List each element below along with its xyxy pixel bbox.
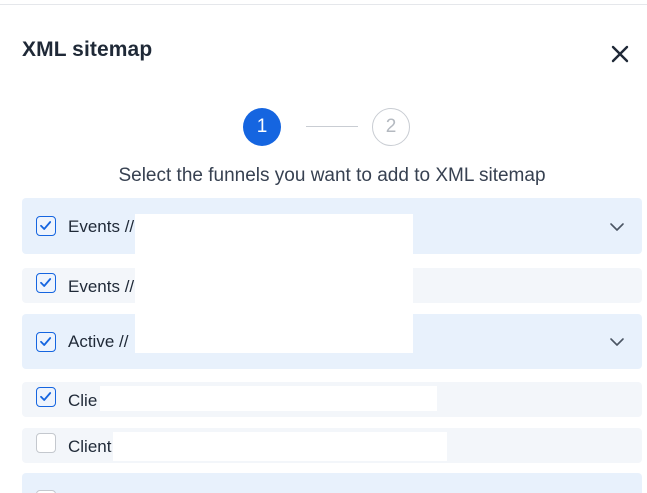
funnel-checkbox[interactable]	[36, 332, 56, 352]
funnel-label: Events //	[68, 217, 135, 236]
funnel-checkbox[interactable]	[36, 433, 56, 453]
checkmark-icon	[40, 337, 52, 346]
chevron-down-icon[interactable]	[609, 334, 625, 350]
close-button[interactable]	[606, 40, 634, 68]
funnel-label: Active //	[68, 332, 129, 351]
dialog-title: XML sitemap	[22, 38, 153, 61]
funnel-row-partial[interactable]	[22, 473, 642, 493]
funnel-checkbox[interactable]	[36, 387, 56, 407]
stepper: 1 2	[243, 108, 411, 146]
funnel-label: Clie	[68, 391, 98, 410]
close-icon	[611, 45, 629, 63]
step-2-indicator: 2	[372, 108, 410, 146]
funnel-checkbox[interactable]	[36, 273, 56, 293]
step-1-indicator: 1	[243, 108, 281, 146]
redaction-block	[100, 386, 437, 411]
funnel-checkbox[interactable]	[36, 216, 56, 236]
instruction-text: Select the funnels you want to add to XM…	[118, 165, 546, 186]
dialog-top-edge	[0, 0, 647, 5]
redaction-block	[113, 432, 447, 461]
checkmark-icon	[40, 221, 52, 230]
chevron-down-icon[interactable]	[609, 219, 625, 235]
checkmark-icon	[40, 392, 52, 401]
funnel-checkbox[interactable]	[36, 490, 56, 493]
checkmark-icon	[40, 278, 52, 287]
stepper-connector	[306, 126, 358, 127]
redaction-block	[135, 214, 413, 353]
funnel-label: Events //	[68, 277, 135, 296]
funnel-label: Client	[68, 437, 112, 456]
